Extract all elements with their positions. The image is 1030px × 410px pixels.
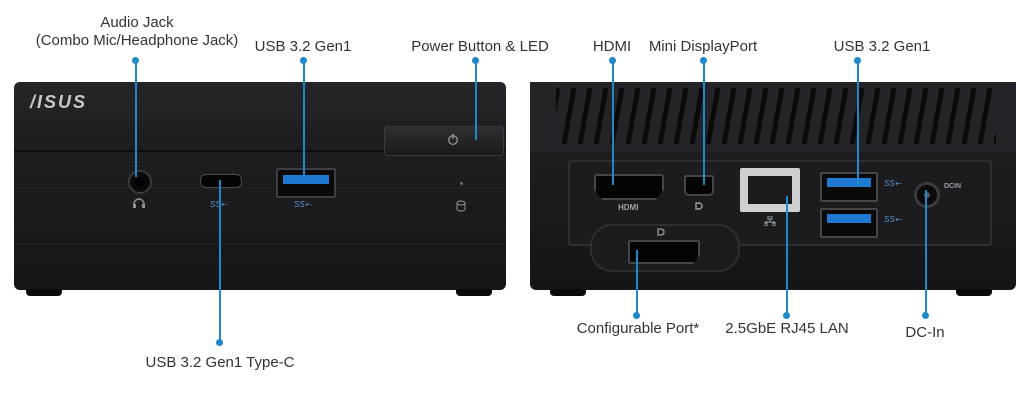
- callout-line-usb-rear: [857, 60, 859, 186]
- usb-a-port-rear-bottom[interactable]: [820, 208, 878, 238]
- callout-dot-lan: [783, 312, 790, 319]
- configurable-port[interactable]: [628, 240, 700, 264]
- label-usb-c: USB 3.2 Gen1 Type-C: [145, 354, 295, 371]
- rear-foot-right: [956, 289, 992, 296]
- front-brushed-texture: [14, 161, 506, 273]
- callout-line-audio: [135, 60, 137, 177]
- dc-in-print: DCIN: [944, 183, 962, 190]
- brand-logo: /ISUS: [30, 92, 88, 112]
- superspeed-usb-icon: SS⇠: [210, 200, 227, 209]
- rear-vent-grille: [530, 82, 1016, 152]
- callout-dot-mini-dp: [700, 57, 707, 64]
- power-button[interactable]: [384, 126, 504, 156]
- ethernet-icon: [764, 216, 776, 226]
- callout-dot-usb-rear: [854, 57, 861, 64]
- callout-dot-hdmi: [609, 57, 616, 64]
- label-lan: 2.5GbE RJ45 LAN: [725, 320, 849, 337]
- callout-dot-usb-c: [216, 339, 223, 346]
- front-top-bezel: [14, 82, 506, 152]
- displayport-icon: [657, 228, 666, 237]
- callout-line-usb-c: [219, 180, 221, 342]
- label-usb-front: USB 3.2 Gen1: [254, 38, 352, 55]
- status-led: [460, 182, 463, 185]
- superspeed-usb-icon: SS⇠: [884, 215, 902, 224]
- callout-dot-audio: [132, 57, 139, 64]
- power-icon: [447, 133, 459, 145]
- callout-line-hdmi: [612, 60, 614, 185]
- callout-line-configurable: [636, 250, 638, 316]
- rj45-lan-port[interactable]: [740, 168, 800, 212]
- usb-a-port-rear-top[interactable]: [820, 172, 878, 202]
- usb-c-port[interactable]: [200, 174, 242, 188]
- label-dc-in: DC-In: [905, 324, 945, 341]
- callout-line-dc-in: [925, 190, 927, 316]
- superspeed-usb-icon: SS⇠: [884, 179, 902, 188]
- front-foot-left: [26, 289, 62, 296]
- dc-in-jack[interactable]: [914, 182, 940, 208]
- rear-panel: HDMI SS⇠ SS⇠ DCIN: [530, 82, 1016, 290]
- front-panel: /ISUS SS⇠ SS⇠: [14, 82, 506, 290]
- headphone-mic-icon: [132, 196, 146, 210]
- callout-dot-power: [472, 57, 479, 64]
- callout-dot-configurable: [633, 312, 640, 319]
- label-audio-jack: Audio Jack (Combo Mic/Headphone Jack): [22, 14, 252, 50]
- audio-jack[interactable]: [128, 170, 152, 194]
- label-configurable: Configurable Port*: [576, 320, 700, 337]
- displayport-icon: [694, 201, 704, 211]
- usb-a-port-front[interactable]: [276, 168, 336, 198]
- label-usb-rear: USB 3.2 Gen1: [833, 38, 931, 55]
- callout-line-mini-dp: [703, 60, 705, 185]
- rear-foot-left: [550, 289, 586, 296]
- hdmi-print: HDMI: [618, 203, 639, 212]
- front-foot-right: [456, 289, 492, 296]
- label-mini-dp: Mini DisplayPort: [648, 38, 758, 55]
- callout-line-lan: [786, 196, 788, 316]
- callout-dot-dc-in: [922, 312, 929, 319]
- mini-displayport[interactable]: [684, 175, 714, 196]
- callout-dot-usb-front: [300, 57, 307, 64]
- callout-line-power: [475, 60, 477, 140]
- label-power: Power Button & LED: [411, 38, 549, 55]
- superspeed-usb-icon: SS⇠: [294, 200, 312, 209]
- label-audio-jack-line2: (Combo Mic/Headphone Jack): [35, 32, 239, 49]
- hdmi-port[interactable]: [594, 174, 664, 200]
- callout-line-usb-front: [303, 60, 305, 180]
- label-hdmi: HDMI: [592, 38, 632, 55]
- label-audio-jack-line1: Audio Jack: [100, 14, 174, 31]
- hdd-activity-icon: [456, 200, 466, 212]
